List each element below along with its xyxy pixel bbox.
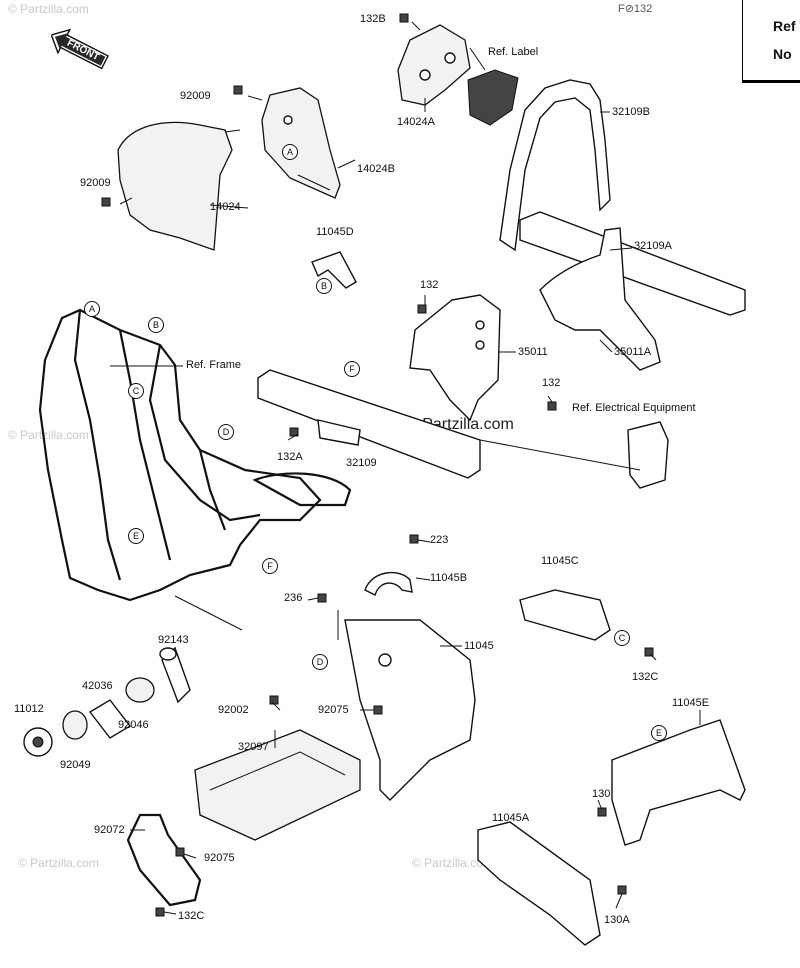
label-130A: 130A [604,914,630,926]
bracket-11045D [311,251,357,289]
label-92049: 92049 [60,759,91,771]
callout-A-cover: A [282,144,298,160]
label-32109A: 32109A [634,240,672,252]
callout-C-frame: C [128,383,144,399]
plate-14024A [397,24,471,106]
label-92009-a: 92009 [180,90,211,102]
callout-E-frame: E [128,528,144,544]
rod-92072 [126,813,202,907]
label-92143: 92143 [158,634,189,646]
frame [38,308,352,602]
bolts [101,13,654,917]
bushings [23,677,155,757]
label-236: 236 [284,592,303,604]
label-132C-b: 132C [178,910,205,922]
label-14024A: 14024A [397,116,435,128]
front-arrow-icon: FRONT [45,22,114,77]
callout-F-rail: F [344,361,360,377]
cover-14024B [261,87,341,199]
note-line-2: No [773,46,792,62]
label-ref-frame: Ref. Frame [186,359,242,371]
note-line-1: Ref [773,18,796,34]
label-35011: 35011 [518,346,548,358]
label-11045A: 11045A [492,812,530,824]
label-35011A: 35011A [614,346,652,358]
watermark-top-left: © Partzilla.com [8,2,89,16]
label-14024B: 14024B [357,163,395,175]
label-92009-b: 92009 [80,177,111,189]
label-11045: 11045 [464,640,494,652]
strap-11045B [364,571,413,596]
label-132-a: 132 [420,279,439,291]
callout-B-frame: B [148,317,164,333]
callout-D-bracket: D [312,654,328,670]
label-11045D: 11045D [316,226,354,238]
tray-32097 [194,729,361,841]
label-92002: 92002 [218,704,249,716]
label-ref-label: Ref. Label [488,46,539,58]
bar-32109A [519,211,746,316]
label-11045C: 11045C [541,555,579,567]
callout-F-frame: F [262,558,278,574]
ref-label-plate [467,69,519,126]
bracket-11045 [344,619,476,801]
bracket-11045E [611,719,746,846]
leader-lines [110,21,701,915]
label-130: 130 [592,788,611,800]
grab-rail-32109B [499,79,611,252]
label-32109: 32109 [346,457,377,469]
label-11045B: 11045B [430,572,468,584]
label-11045E: 11045E [672,697,710,709]
label-132-b: 132 [542,377,561,389]
bracket-11045C [519,589,611,641]
electrical-box [627,421,669,489]
label-92046: 92046 [118,719,149,731]
callout-B-bracket: B [316,278,332,294]
rail-32109 [257,369,481,479]
label-92075-a: 92075 [318,704,349,716]
watermark-bottom-left: © Partzilla.com [18,856,99,870]
label-11012: 11012 [14,703,44,715]
label-32109B: 32109B [612,106,650,118]
label-14024: 14024 [210,201,241,213]
reference-note-box: Ref No [742,0,800,83]
label-132A: 132A [277,451,303,463]
callout-A-frame: A [84,301,100,317]
label-ref-electrical-equipment: Ref. Electrical Equipment [572,402,696,414]
callout-D-frame: D [218,424,234,440]
label-132C-a: 132C [632,671,659,683]
callout-E-bracket: E [651,725,667,741]
watermark-bottom-center: © Partzilla.com [412,856,493,870]
cover-14024 [117,121,233,251]
label-32097: 32097 [238,741,269,753]
label-42036: 42036 [82,680,113,692]
label-132B: 132B [360,13,386,25]
bracket-11045A [477,821,601,946]
callout-C-bracket: C [614,630,630,646]
diagram-code: F⊘132 [618,3,653,15]
label-92072: 92072 [94,824,125,836]
plate-35011 [409,294,501,422]
label-223: 223 [430,534,449,546]
watermark-mid-left: © Partzilla.com [8,428,89,442]
label-92075-b: 92075 [204,852,235,864]
